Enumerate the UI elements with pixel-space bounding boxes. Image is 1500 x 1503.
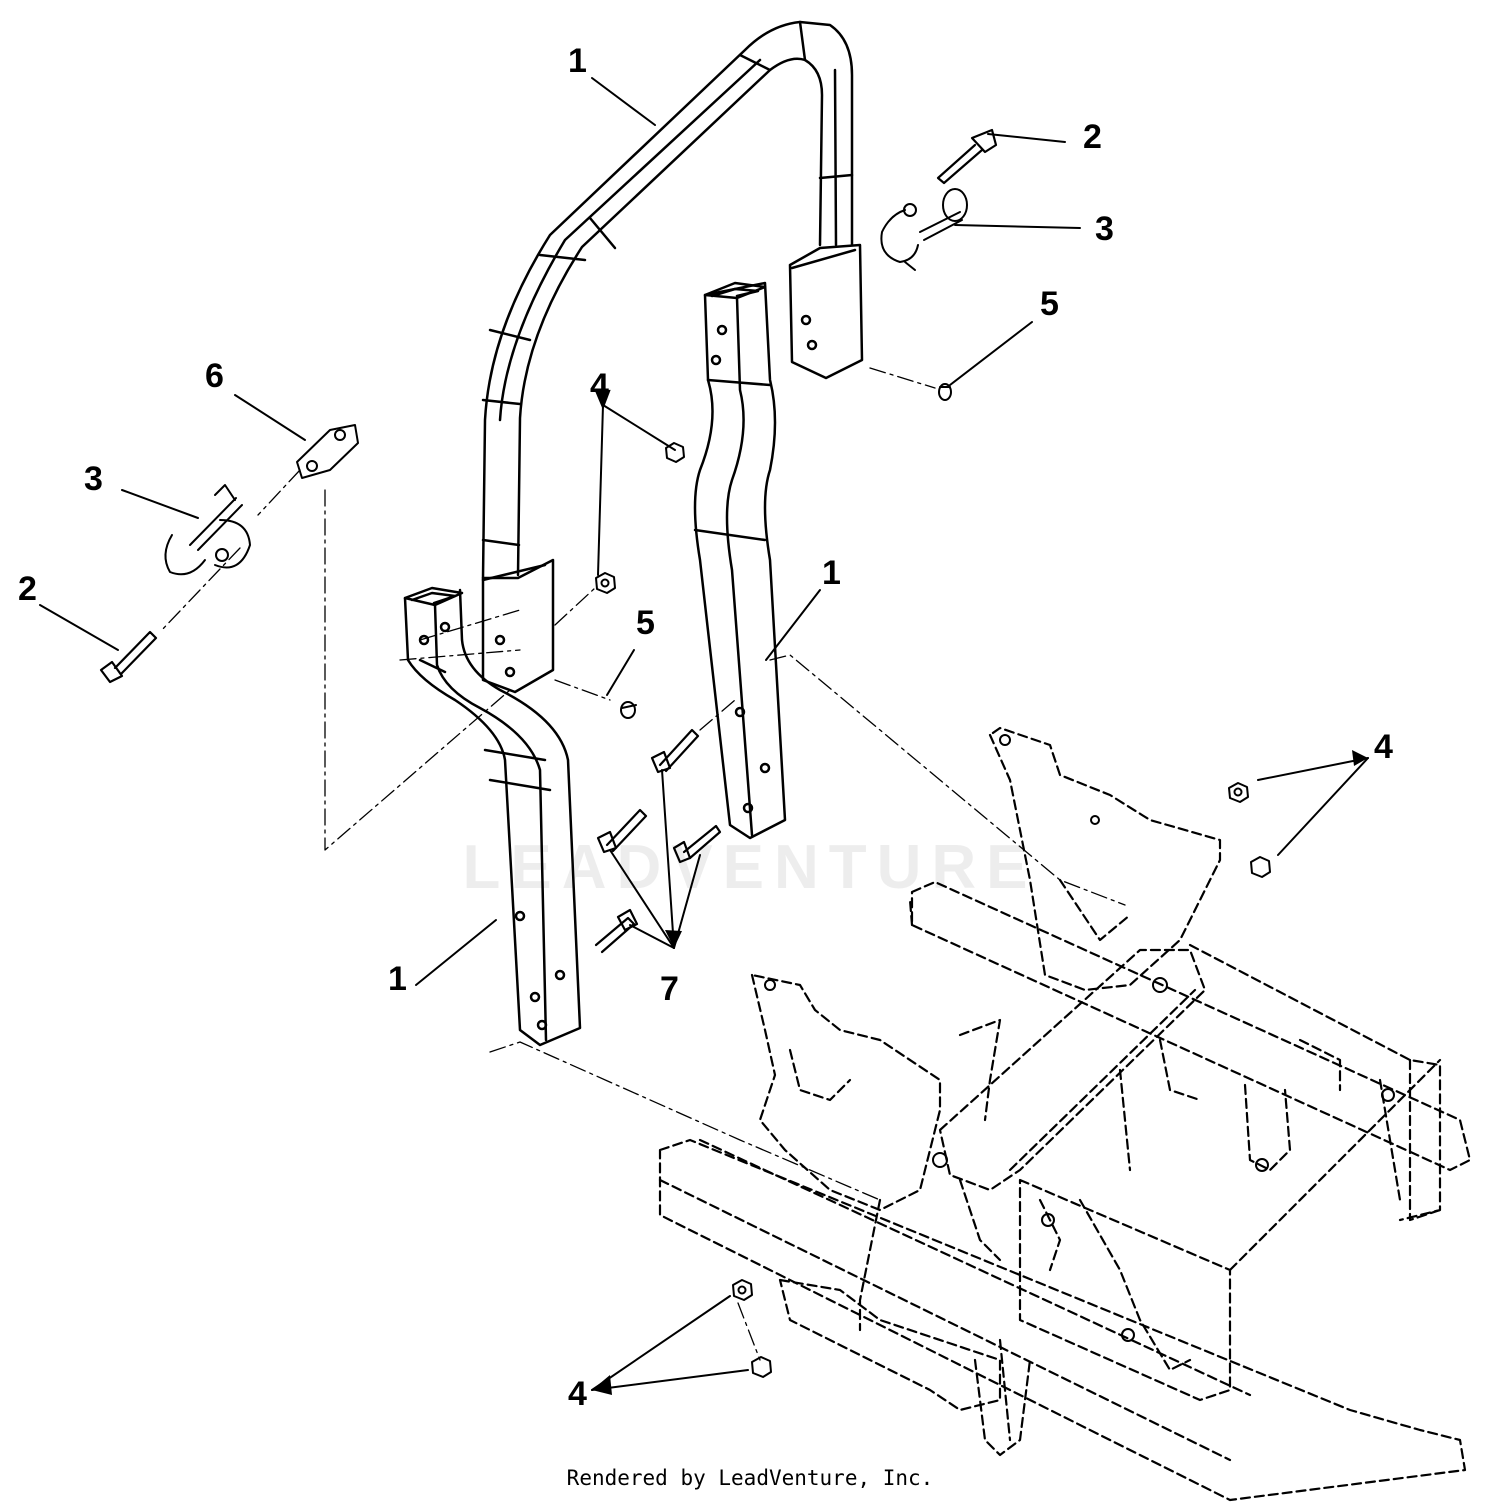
- callout-1-right: 1: [822, 554, 841, 592]
- callout-7: 7: [660, 970, 679, 1008]
- alignment-lines: [159, 367, 1126, 1361]
- callout-1-left: 1: [388, 960, 407, 998]
- callout-4-right: 4: [1374, 728, 1393, 766]
- upper-rops-hoop: [481, 20, 864, 694]
- callout-2-right: 2: [1083, 118, 1102, 156]
- clevis-pin-5-center: [620, 701, 637, 719]
- callout-5-center: 5: [636, 604, 655, 642]
- callout-3-left: 3: [84, 460, 103, 498]
- callout-5-right: 5: [1040, 285, 1059, 323]
- callout-3-right: 3: [1095, 210, 1114, 248]
- hitch-pin-3-left: [164, 484, 251, 576]
- bracket-6: [296, 424, 359, 479]
- clevis-pin-5-right: [938, 383, 952, 401]
- callout-4-center: 4: [590, 367, 609, 405]
- nut-4-right: [1228, 782, 1271, 878]
- callout-labels: 1 2 3 5 6 4 3 1 2 5 4 1 7 4: [18, 42, 1393, 1413]
- left-lower-post: [403, 586, 582, 1047]
- leader-arrowheads: [592, 389, 1368, 1395]
- bolt-2-right: [936, 128, 998, 185]
- callout-4-bottom: 4: [568, 1375, 587, 1413]
- right-lower-post: [693, 281, 787, 840]
- mower-frame: [658, 726, 1472, 1502]
- callout-1-top: 1: [568, 42, 587, 80]
- hitch-pin-3-right: [880, 188, 968, 271]
- render-credit-footer: Rendered by LeadVenture, Inc.: [566, 1466, 934, 1490]
- bolts-7: [594, 728, 722, 954]
- frame-holes: [764, 734, 1395, 1342]
- bolt-2-left: [99, 630, 158, 684]
- leader-lines: [39, 77, 1369, 1391]
- callout-6: 6: [205, 357, 224, 395]
- leadventure-watermark: LEADVENTURE: [462, 833, 1038, 902]
- nut-4-center: [595, 442, 685, 594]
- callout-2-left: 2: [18, 570, 37, 608]
- nut-4-bottom: [732, 1279, 772, 1378]
